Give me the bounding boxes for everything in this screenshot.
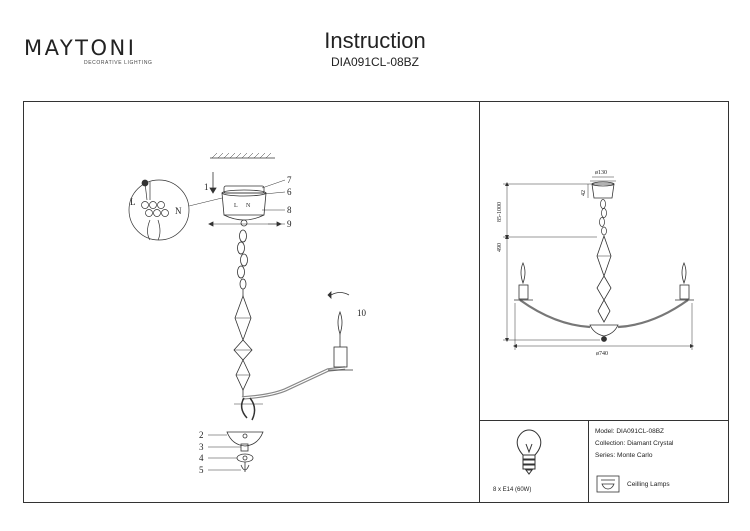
dim-body: 490 (497, 243, 503, 252)
bottom-spacer (240, 443, 249, 452)
callout-8: 8 (287, 205, 292, 215)
callout-3: 3 (199, 442, 204, 452)
callout-1: 1 (204, 182, 209, 192)
model-code: DIA091CL-08BZ (330, 55, 420, 69)
page-title: Instruction (324, 28, 426, 53)
rotate-arrow (330, 292, 350, 296)
assembly-drawing (128, 152, 353, 472)
bottom-cup (226, 431, 264, 447)
drawing-frame (23, 101, 729, 503)
bulb-icon (516, 429, 542, 475)
mounting-bracket (223, 185, 265, 194)
brand-logo: MAYTONI (24, 36, 137, 60)
dim-canopy-diameter: ø130 (595, 170, 607, 176)
callout-6: 6 (287, 187, 292, 197)
bottom-nut (236, 453, 254, 463)
callout-9: 9 (287, 219, 292, 229)
wiring-detail (128, 179, 190, 241)
brand-tagline: DECORATIVE LIGHTING (84, 60, 153, 66)
wire-label-live: L (130, 197, 136, 207)
frame-divider-vertical (479, 101, 480, 503)
lamp-arm (241, 366, 346, 400)
dim-canopy-height: 42 (581, 190, 587, 196)
info-series: Series: Monte Carlo (595, 452, 653, 459)
crystal-column (233, 289, 253, 398)
dim-canopy (591, 183, 615, 199)
bulb-spec: 8 x E14 (60W) (493, 487, 532, 493)
info-collection: Collection: Diamant Crystal (595, 440, 674, 447)
info-model: Model: DIA091CL-08BZ (595, 428, 665, 435)
canopy-wire-neutral: N (246, 203, 251, 209)
bottom-finial (240, 462, 250, 472)
callout-10: 10 (357, 308, 367, 318)
ceiling-hatch (211, 152, 272, 159)
callout-7: 7 (287, 175, 292, 185)
canopy-wire-live: L (234, 203, 238, 209)
dim-span: ø740 (596, 351, 608, 357)
candle-holder (333, 346, 348, 368)
dimension-drawing (503, 176, 694, 350)
ceiling-lamp-icon (596, 475, 620, 493)
info-divider (588, 420, 589, 503)
dim-drop: 85-1000 (497, 202, 503, 222)
frame-divider-horizontal (479, 420, 729, 421)
wire-label-neutral: N (175, 206, 182, 216)
callout-5: 5 (199, 465, 204, 475)
info-category: Ceilling Lamps (627, 481, 670, 488)
chain (237, 229, 248, 290)
callout-2: 2 (199, 430, 204, 440)
candle-bulb (337, 310, 343, 336)
callout-4: 4 (199, 453, 204, 463)
